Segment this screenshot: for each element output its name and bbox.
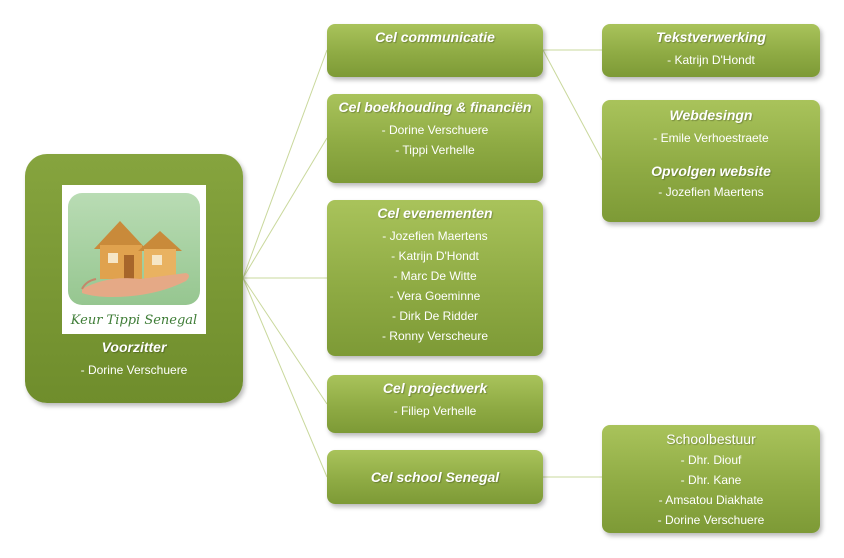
- member: - Katrijn D'Hondt: [667, 53, 755, 67]
- member: - Katrijn D'Hondt: [391, 249, 479, 263]
- cell-members: - Dorine Verschuere - Tippi Verhelle: [327, 120, 543, 160]
- sub-members: - Jozefien Maertens: [602, 182, 820, 202]
- root-title: Voorzitter: [101, 339, 167, 355]
- member: - Dhr. Diouf: [680, 453, 742, 467]
- member: - Dirk De Ridder: [391, 309, 478, 323]
- member: - Dorine Verschuere: [381, 123, 489, 137]
- sub-title: Tekstverwerking: [656, 29, 766, 45]
- root-members: - Dorine Verschuere: [25, 360, 243, 380]
- sub-title: Webdesingn: [669, 107, 753, 123]
- sub-members: - Dhr. Diouf - Dhr. Kane - Amsatou Diakh…: [602, 450, 820, 530]
- member: - Tippi Verhelle: [395, 143, 475, 157]
- member: - Filiep Verhelle: [393, 404, 477, 418]
- sub-title-opvolgen-website: Opvolgen website: [651, 163, 771, 179]
- cell-members: - Jozefien Maertens - Katrijn D'Hondt - …: [327, 226, 543, 346]
- sub-title: Schoolbestuur: [666, 431, 756, 447]
- member: - Ronny Verscheure: [381, 329, 489, 343]
- cell-title: Cel boekhouding & financiën: [338, 99, 532, 115]
- house-in-hand-icon: [81, 221, 189, 297]
- cell-communicatie: Cel communicatie: [327, 24, 543, 77]
- cell-title: Cel projectwerk: [382, 380, 488, 396]
- sub-members: - Emile Verhoestraete: [602, 128, 820, 148]
- member: - Emile Verhoestraete: [653, 131, 769, 145]
- member: - Jozefien Maertens: [658, 185, 764, 199]
- cell-school-senegal: Cel school Senegal: [327, 450, 543, 504]
- sub-members: - Katrijn D'Hondt: [602, 50, 820, 70]
- member: - Dorine Verschuere: [80, 363, 188, 377]
- logo: Keur Tippi Senegal: [62, 185, 206, 334]
- sub-schoolbestuur: Schoolbestuur - Dhr. Diouf - Dhr. Kane -…: [602, 425, 820, 533]
- cell-title: Cel school Senegal: [370, 469, 500, 485]
- cell-boekhouding-financien: Cel boekhouding & financiën - Dorine Ver…: [327, 94, 543, 183]
- logo-wordmark: Keur Tippi Senegal: [70, 313, 198, 328]
- member: - Marc De Witte: [393, 269, 477, 283]
- sub-tekstverwerking: Tekstverwerking - Katrijn D'Hondt: [602, 24, 820, 77]
- member: - Vera Goeminne: [389, 289, 481, 303]
- sub-webdesign: Webdesingn - Emile Verhoestraete Opvolge…: [602, 100, 820, 222]
- root-node-voorzitter: Keur Tippi Senegal Voorzitter - Dorine V…: [25, 154, 243, 403]
- cell-projectwerk: Cel projectwerk - Filiep Verhelle: [327, 375, 543, 433]
- cell-members: - Filiep Verhelle: [327, 401, 543, 421]
- member: - Dhr. Kane: [680, 473, 742, 487]
- cell-evenementen: Cel evenementen - Jozefien Maertens - Ka…: [327, 200, 543, 356]
- cell-title: Cel communicatie: [375, 29, 495, 45]
- logo-badge: [68, 193, 200, 305]
- member: - Amsatou Diakhate: [658, 493, 764, 507]
- member: - Dorine Verschuere: [657, 513, 765, 527]
- cell-title: Cel evenementen: [377, 205, 493, 221]
- member: - Jozefien Maertens: [382, 229, 488, 243]
